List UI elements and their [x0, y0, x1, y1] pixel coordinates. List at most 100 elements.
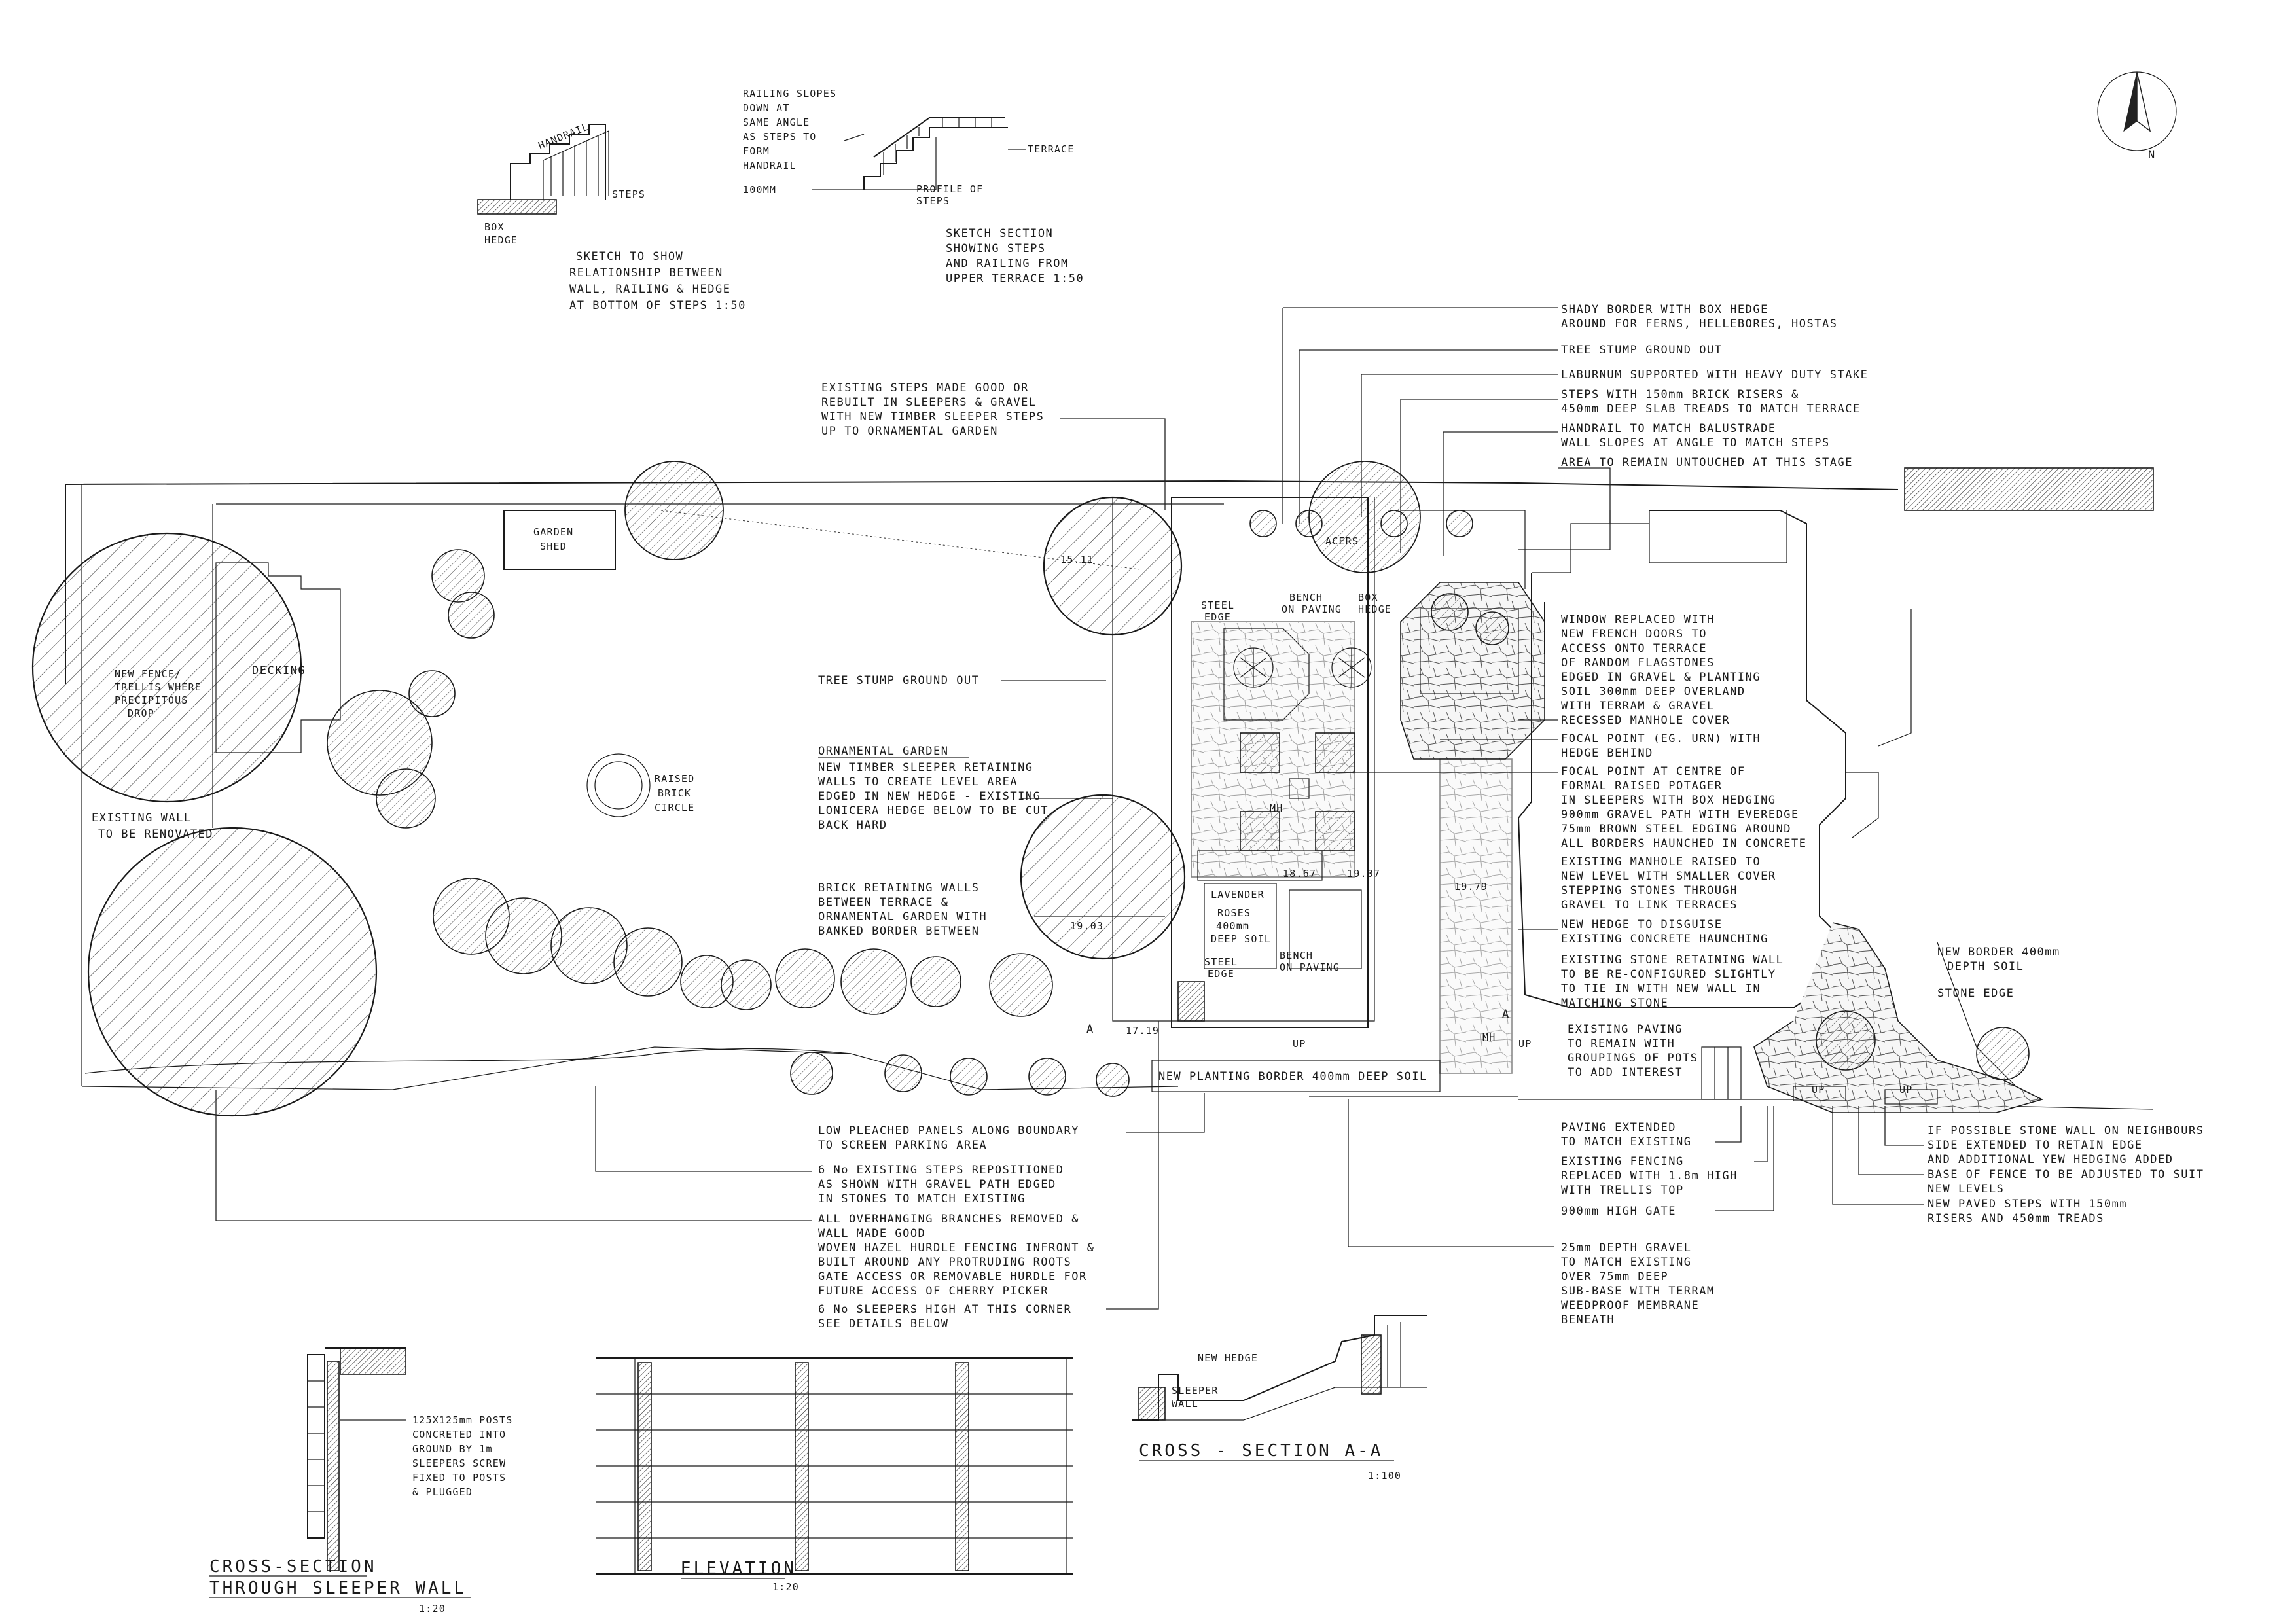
existing-wall-label-1: EXISTING WALL [92, 812, 192, 825]
level-1903: 19.03 [1070, 920, 1103, 932]
note-brick-retaining-1: BRICK RETAINING WALLS [818, 882, 979, 895]
note-gravel-3: OVER 75mm DEEP [1561, 1270, 1668, 1283]
acers-label: ACERS [1325, 535, 1359, 547]
elevation-title: ELEVATION [681, 1559, 797, 1578]
raised-brick-label-3: CIRCLE [655, 802, 694, 813]
note-ornamental-3: EDGED IN NEW HEDGE - EXISTING [818, 790, 1041, 803]
sleeper-title-2: THROUGH SLEEPER WALL [209, 1578, 467, 1598]
tree-canopy-nw [31, 532, 302, 803]
note-steps-brick-2: 450mm DEEP SLAB TREADS TO MATCH TERRACE [1561, 402, 1861, 416]
note-window-5: EDGED IN GRAVEL & PLANTING [1561, 671, 1761, 684]
plan-levels: 15.11 18.67 19.07 19.79 19.03 17.19 A A … [1060, 554, 1912, 1096]
sleeper-note-6: & PLUGGED [412, 1486, 473, 1498]
section-sleeper-1: SLEEPER [1172, 1385, 1219, 1397]
up-label-4: UP [1899, 1084, 1912, 1096]
section-mark-a-2: A [1502, 1008, 1510, 1021]
up-label-3: UP [1812, 1084, 1825, 1096]
sketch-hedge-label: HEDGE [484, 234, 518, 246]
note-window-7: WITH TERRAM & GRAVEL [1561, 700, 1715, 713]
new-planting-border-label: NEW PLANTING BORDER 400mm DEEP SOIL [1158, 1070, 1427, 1083]
note-focal-potager-4: 900mm GRAVEL PATH WITH EVEREDGE [1561, 808, 1799, 821]
note-existing-steps-3: WITH NEW TIMBER SLEEPER STEPS [821, 410, 1044, 423]
garden-shed-label-1: GARDEN [533, 526, 573, 538]
note-focal-potager-3: IN SLEEPERS WITH BOX HEDGING [1561, 794, 1776, 807]
tree-canopy-ornamental [1020, 794, 1186, 960]
sketch2-note-4: AS STEPS TO [743, 131, 817, 143]
detail-sleeper-cross-section: 125X125mm POSTS CONCRETED INTO GROUND BY… [209, 1347, 512, 1614]
note-sleepers-corner-1: 6 No SLEEPERS HIGH AT THIS CORNER [818, 1303, 1071, 1316]
note-base-fence-2: NEW LEVELS [1928, 1183, 2004, 1196]
sketch2-note-3: SAME ANGLE [743, 116, 810, 128]
note-manhole-1: EXISTING MANHOLE RAISED TO [1561, 855, 1761, 868]
sketch2-note-1: RAILING SLOPES [743, 88, 836, 99]
note-brick-retaining-2: BETWEEN TERRACE & [818, 896, 949, 909]
raised-brick-circle [586, 753, 651, 817]
sketch2-note-5: FORM [743, 145, 770, 157]
garden-shed [503, 510, 616, 570]
raised-brick-label-1: RAISED [655, 773, 694, 785]
box-hedge-plan-label-2: HEDGE [1358, 603, 1391, 615]
section-aa-title: CROSS - SECTION A-A [1139, 1441, 1383, 1461]
note-overhanging-3: WOVEN HAZEL HURDLE FENCING INFRONT & [818, 1241, 1094, 1255]
note-existing-steps-2: REBUILT IN SLEEPERS & GRAVEL [821, 396, 1037, 409]
note-pleached-2: TO SCREEN PARKING AREA [818, 1139, 987, 1152]
lavender-label: LAVENDER [1211, 889, 1265, 901]
note-laburnum: LABURNUM SUPPORTED WITH HEAVY DUTY STAKE [1561, 368, 1868, 382]
sketch-wall-hedge: HANDRAIL STEPS BOX HEDGE SKETCH TO SHOW … [477, 120, 745, 312]
note-steps-brick-1: STEPS WITH 150mm BRICK RISERS & [1561, 388, 1799, 401]
sleeper-note-4: SLEEPERS SCREW [412, 1457, 506, 1469]
level-1511: 15.11 [1060, 554, 1094, 565]
note-recessed: RECESSED MANHOLE COVER [1561, 714, 1730, 727]
note-overhanging-5: GATE ACCESS OR REMOVABLE HURDLE FOR [818, 1270, 1087, 1283]
sketch2-note-2: DOWN AT [743, 102, 790, 114]
elevation-scale: 1:20 [772, 1581, 799, 1593]
sketch1-caption-1: SKETCH TO SHOW [576, 250, 683, 263]
note-sleepers-corner-2: SEE DETAILS BELOW [818, 1317, 949, 1330]
annotations-lower: LOW PLEACHED PANELS ALONG BOUNDARY TO SC… [215, 1021, 2203, 1330]
up-label-1: UP [1293, 1038, 1306, 1050]
sketch-steps-label: STEPS [612, 188, 645, 200]
note-new-border-2: DEPTH SOIL [1947, 960, 2024, 973]
sketch2-terrace: TERRACE [1028, 143, 1075, 155]
sketch1-caption-3: WALL, RAILING & HEDGE [569, 283, 730, 296]
note-overhanging-1: ALL OVERHANGING BRANCHES REMOVED & [818, 1213, 1079, 1226]
note-paved-steps-2: RISERS AND 450mm TREADS [1928, 1212, 2104, 1225]
steel-edge-label-2: EDGE [1204, 611, 1231, 623]
garden-shed-label-2: SHED [540, 541, 567, 552]
note-fencing-3: WITH TRELLIS TOP [1561, 1184, 1684, 1197]
note-focal-potager-2: FORMAL RAISED POTAGER [1561, 779, 1722, 793]
bench-bottom-2: ON PAVING [1280, 961, 1340, 973]
level-1719: 17.19 [1126, 1025, 1159, 1037]
note-focal-potager-6: ALL BORDERS HAUNCHED IN CONCRETE [1561, 837, 1807, 850]
bench-bottom-1: BENCH [1280, 950, 1313, 961]
note-gravel-4: SUB-BASE WITH TERRAM [1561, 1285, 1715, 1298]
sketch2-caption-2: SHOWING STEPS [946, 242, 1046, 255]
annotations-top: SHADY BORDER WITH BOX HEDGE AROUND FOR F… [821, 303, 1868, 556]
ornamental-garden: LAVENDER ROSES 400mm DEEP SOIL STEEL EDG… [1112, 497, 1473, 1028]
level-1907: 19.07 [1347, 868, 1380, 880]
note-existing-paving-2: TO REMAIN WITH [1568, 1037, 1675, 1050]
up-label-2: UP [1518, 1038, 1532, 1050]
note-steps-repos-3: IN STONES TO MATCH EXISTING [818, 1192, 1026, 1205]
note-handrail-2: WALL SLOPES AT ANGLE TO MATCH STEPS [1561, 437, 1830, 450]
box-hedge-plan-label-1: BOX [1358, 592, 1378, 603]
note-focal-potager-5: 75mm BROWN STEEL EDGING AROUND [1561, 823, 1791, 836]
sleeper-note-2: CONCRETED INTO [412, 1429, 506, 1440]
section-mark-a-1: A [1086, 1023, 1094, 1036]
mh-label-1: MH [1270, 802, 1283, 814]
note-fencing-2: REPLACED WITH 1.8m HIGH [1561, 1169, 1738, 1183]
note-focal-urn-1: FOCAL POINT (EG. URN) WITH [1561, 732, 1761, 745]
note-fencing-1: EXISTING FENCING [1561, 1155, 1684, 1168]
sleeper-note-5: FIXED TO POSTS [412, 1472, 506, 1484]
detail-cross-section-aa: NEW HEDGE SLEEPER WALL CROSS - SECTION A… [1132, 1315, 1427, 1482]
note-stone-retaining-4: MATCHING STONE [1561, 997, 1668, 1010]
note-gravel-1: 25mm DEPTH GRAVEL [1561, 1241, 1692, 1255]
roses-label-3: DEEP SOIL [1211, 933, 1271, 945]
note-stone-wall-2: SIDE EXTENDED TO RETAIN EDGE [1928, 1139, 2143, 1152]
note-steps-repos-2: AS SHOWN WITH GRAVEL PATH EDGED [818, 1178, 1056, 1191]
sketch-box-label: BOX [484, 221, 505, 233]
mh-label-2: MH [1482, 1031, 1496, 1043]
note-new-border-1: NEW BORDER 400mm [1937, 946, 2060, 959]
note-handrail-1: HANDRAIL TO MATCH BALUSTRADE [1561, 422, 1776, 435]
